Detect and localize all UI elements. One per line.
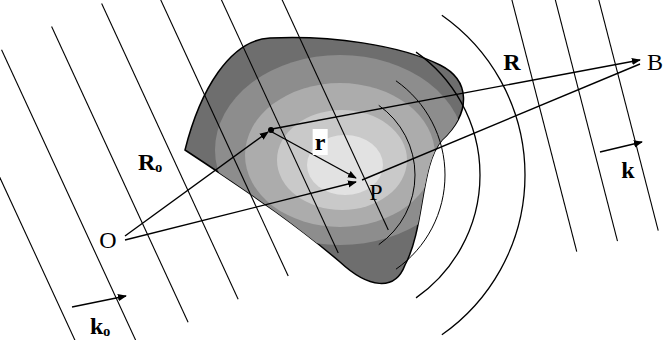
wavevector-label: kₒ [88, 314, 112, 338]
origin-label: O [97, 227, 118, 253]
vector-R [272, 60, 640, 129]
wavevector-label: k [619, 158, 636, 182]
wavevector-k [600, 142, 642, 152]
vectors [72, 60, 642, 307]
spherical-wavefront [379, 105, 415, 244]
scatter-point [268, 127, 274, 133]
wavefront-line [2, 50, 139, 340]
wavevector-label: k [619, 157, 636, 183]
vector-label: r [313, 130, 328, 154]
vector-label: Rₒ [136, 149, 164, 175]
vector-label: R [501, 50, 522, 74]
wavevector-label: kₒ [88, 313, 112, 339]
point-label: B [645, 50, 665, 74]
point-label: B [645, 49, 665, 75]
vector-ro [125, 132, 268, 236]
point-label: P [367, 179, 384, 205]
wavevector-ko [72, 296, 126, 307]
vector-op [125, 182, 356, 240]
wavefront-line [511, 0, 577, 252]
spherical-wavefront [396, 81, 445, 269]
wavefront-line [551, 0, 617, 241]
spherical-wavefront [416, 52, 480, 298]
line-pb [362, 64, 640, 180]
wavefront-line [592, 0, 658, 231]
spherical-waves [379, 15, 525, 334]
origin-label: O [97, 228, 118, 252]
wavefront-line [0, 73, 88, 340]
point-label: P [367, 180, 384, 204]
wavefront-line [102, 3, 239, 299]
scatterer [185, 37, 465, 283]
vector-label: r [313, 129, 328, 155]
wavefront-line [252, 0, 388, 230]
wavefront-line [52, 27, 189, 323]
spherical-wavefront [442, 15, 525, 334]
vector-label: Rₒ [136, 150, 164, 174]
vector-label: R [501, 49, 522, 75]
wavefront-line [152, 0, 289, 276]
